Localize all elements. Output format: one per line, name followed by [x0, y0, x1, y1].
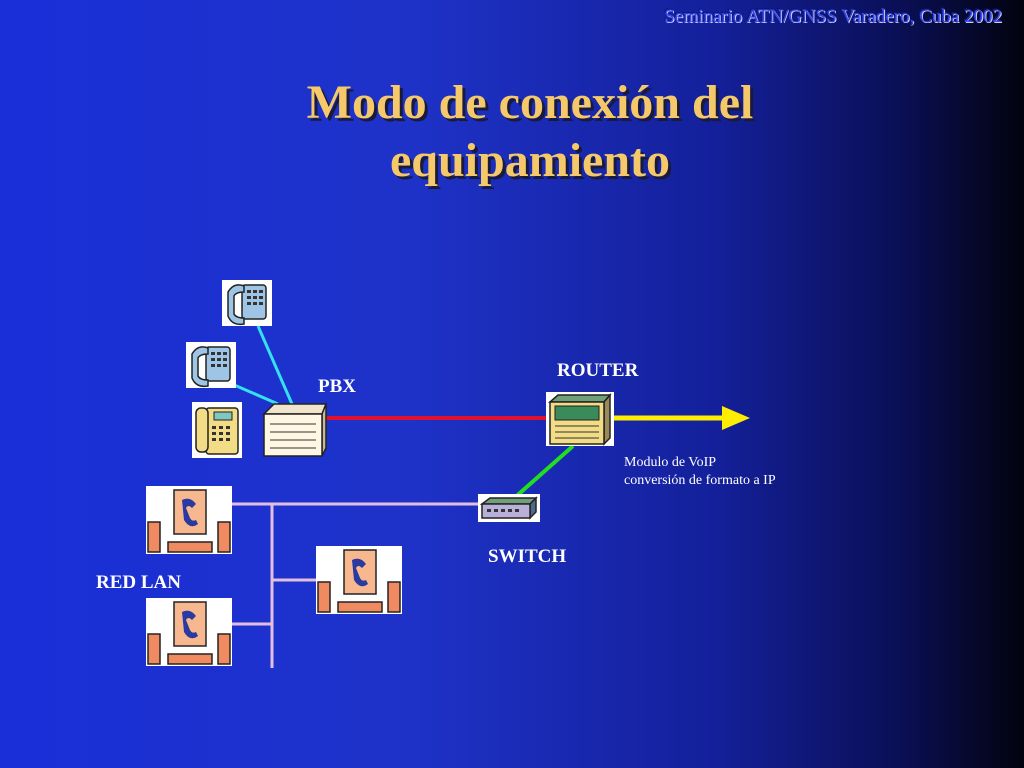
- computer-phone-icon: [146, 486, 232, 554]
- title-line-1: Modo de conexión del: [306, 76, 754, 129]
- phone1-pbx-link: [256, 325, 294, 405]
- switch-label: SWITCH: [488, 546, 567, 567]
- voip-note: Modulo de VoIP conversión de formato a I…: [624, 454, 776, 490]
- pbx-icon: [262, 403, 328, 457]
- switch-icon: [478, 494, 540, 522]
- router-switch-link: [510, 444, 575, 502]
- pbx-label: PBX: [318, 376, 356, 397]
- phone2-pbx-link: [231, 382, 279, 406]
- presentation-header: Seminario ATN/GNSS Varadero, Cuba 2002: [664, 6, 1002, 27]
- operator-phone-icon: [192, 402, 242, 458]
- router-out-arrow: [722, 406, 750, 430]
- voip-note-line-2: conversión de formato a IP: [624, 473, 776, 488]
- router-label: ROUTER: [557, 360, 639, 381]
- voip-note-line-1: Modulo de VoIP: [624, 455, 717, 470]
- computer-phone-icon: [316, 546, 402, 614]
- red-lan-label: RED LAN: [96, 572, 181, 593]
- phone-icon: [222, 280, 272, 326]
- lan-bus: [232, 502, 478, 668]
- title-line-2: equipamiento: [389, 134, 671, 187]
- slide-title: Modo de conexión del equipamiento: [0, 74, 1024, 190]
- router-icon: [546, 392, 614, 446]
- computer-phone-icon: [146, 598, 232, 666]
- phone-icon: [186, 342, 236, 388]
